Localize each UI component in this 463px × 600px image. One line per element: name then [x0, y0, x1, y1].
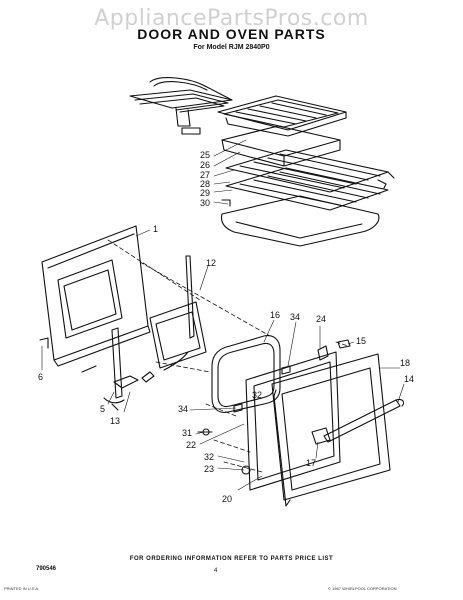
fine-print-left: PRINTED IN U.S.A.: [4, 586, 40, 591]
page-number: 4: [214, 568, 218, 574]
callout-label: 16: [270, 310, 280, 320]
callout-label: 6: [38, 372, 43, 382]
oven-window-assembly: [149, 301, 207, 371]
door-liner: [245, 351, 341, 491]
oven-bottom-panel: [220, 195, 380, 247]
callout-label: 20: [222, 494, 232, 504]
callout-label: 12: [206, 258, 216, 268]
door-hinges: [103, 255, 195, 411]
drawing-number: 790546: [36, 566, 57, 572]
leader-lines: [41, 139, 405, 491]
callout-label: 34: [178, 404, 188, 414]
callout-label: 18: [400, 358, 410, 368]
outer-door-panel: [39, 225, 151, 373]
alignment-lines: [107, 239, 349, 473]
callout-label: 26: [200, 160, 210, 170]
broil-element-assembly: [129, 77, 233, 135]
callout-label: 30: [200, 198, 210, 208]
callout-label: 15: [356, 336, 366, 346]
callout-label: 22: [186, 440, 196, 450]
callout-label: 27: [200, 170, 210, 180]
callout-label: 14: [404, 374, 414, 384]
page-title: DOOR AND OVEN PARTS: [137, 26, 326, 42]
door-frame: [271, 353, 391, 507]
oven-rack-upper: [225, 149, 395, 193]
callout-label: 32: [252, 390, 262, 400]
oven-rack-lower: [225, 167, 389, 211]
callout-label: 5: [100, 404, 105, 414]
small-hardware: [197, 339, 351, 475]
callout-label: 23: [204, 464, 214, 474]
callout-label: 34: [290, 312, 300, 322]
broil-pan-grid: [217, 95, 347, 137]
door-handle: [311, 398, 405, 445]
inner-glass-frame: [211, 335, 281, 413]
broil-pan: [221, 125, 341, 167]
callout-label: 1: [153, 224, 158, 234]
callout-labels: 25 26 27 28 29 30 1 12 16 34 24 15 18 14…: [38, 150, 414, 504]
callout-label: 28: [200, 179, 210, 189]
ordering-note: FOR ORDERING INFORMATION REFER TO PARTS …: [129, 556, 334, 562]
callout-label: 25: [200, 150, 210, 160]
callout-label: 13: [110, 416, 120, 426]
callout-label: 24: [316, 314, 326, 324]
callout-label: 32: [204, 452, 214, 462]
callout-label: 31: [182, 428, 192, 438]
watermark: AppliancePartsPros.com: [94, 6, 369, 31]
page-subtitle: For Model RJM 2840P0: [193, 44, 270, 51]
callout-label: 29: [200, 188, 210, 198]
callout-label: 17: [306, 458, 316, 468]
fine-print-right: © 1987 WHIRLPOOL CORPORATION: [328, 586, 397, 591]
